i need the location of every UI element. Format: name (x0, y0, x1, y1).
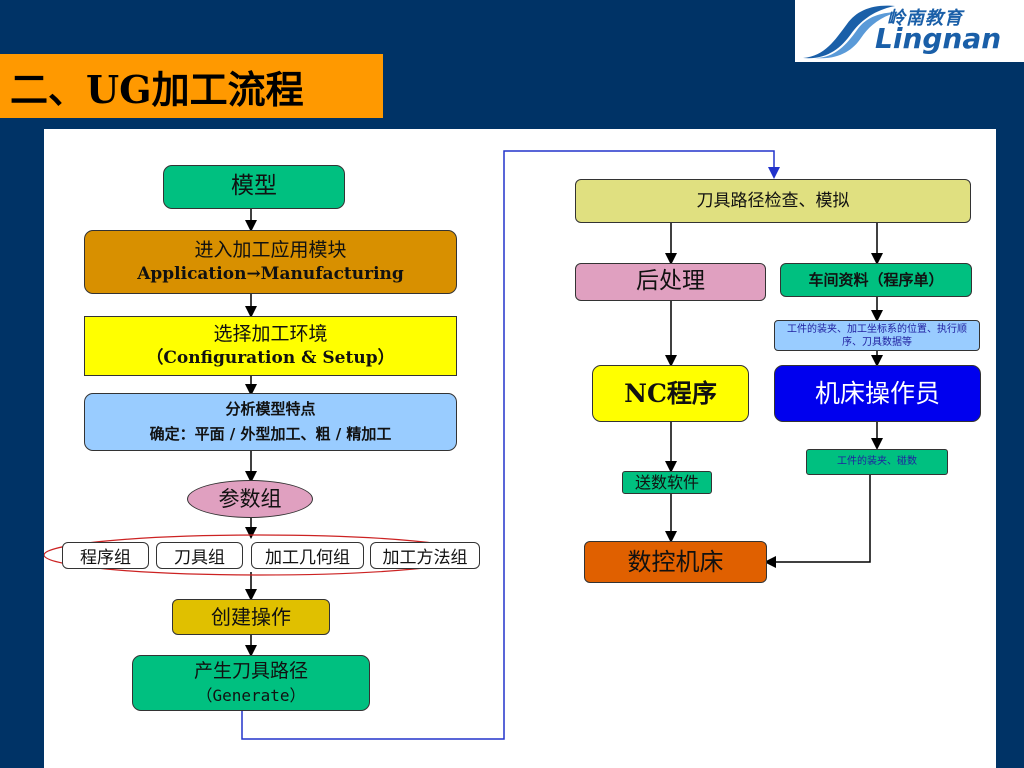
box-select-env-en: （Configuration & Setup） (146, 348, 395, 369)
box-workshop-doc: 车间资料（程序单） (780, 263, 972, 297)
logo-chinese-text: 岭南教育 (887, 8, 963, 29)
box-post-process-label: 后处理 (636, 268, 705, 295)
box-setup-touch: 工件的装夹、碰数 (806, 449, 948, 475)
box-create-op: 创建操作 (172, 599, 330, 635)
tag-geometry-group: 加工几何组 (251, 542, 364, 569)
tag-tool-group: 刀具组 (156, 542, 243, 569)
connector-lines (44, 150, 883, 740)
box-workshop-detail-label: 工件的装夹、加工坐标系的位置、执行顺序、刀具数据等 (787, 323, 967, 348)
lingnan-logo: 岭南教育 Lingnan (795, 0, 1024, 62)
tag-tool-group-label: 刀具组 (174, 548, 225, 568)
tag-program-group: 程序组 (62, 542, 149, 569)
box-post-process: 后处理 (575, 263, 766, 301)
tag-geometry-group-label: 加工几何组 (265, 548, 350, 568)
flowchart-panel: 模型 进入加工应用模块 Application→Manufacturing 选择… (44, 129, 996, 768)
box-gen-path: 产生刀具路径 （Generate） (132, 655, 370, 711)
box-check-sim: 刀具路径检查、模拟 (575, 179, 971, 223)
box-cnc-machine-label: 数控机床 (627, 547, 724, 576)
arrow-generate-to-check (241, 150, 780, 740)
box-create-op-label: 创建操作 (211, 604, 291, 629)
box-enter-module-path: Application→Manufacturing (137, 264, 404, 285)
box-select-env: 选择加工环境 （Configuration & Setup） (84, 316, 457, 376)
box-model: 模型 (163, 165, 345, 209)
box-enter-module-label: 进入加工应用模块 (194, 238, 347, 261)
box-workshop-doc-label: 车间资料（程序单） (808, 270, 944, 289)
tag-method-group-label: 加工方法组 (382, 548, 468, 568)
logo-swoosh-icon (803, 5, 899, 59)
box-nc-program: NC程序 (592, 365, 749, 422)
box-analyze-detail: 确定：平面 / 外型加工、粗 / 精加工 (149, 425, 392, 443)
box-send-software-label: 送数软件 (634, 472, 699, 492)
slide-title: 二、UG加工流程 (0, 54, 383, 118)
box-param-group: 参数组 (187, 480, 313, 518)
box-cnc-machine: 数控机床 (584, 541, 767, 583)
tag-method-group: 加工方法组 (370, 542, 480, 569)
box-model-label: 模型 (231, 173, 277, 200)
arrow-setup-to-cnc (764, 475, 871, 568)
box-analyze: 分析模型特点 确定：平面 / 外型加工、粗 / 精加工 (84, 393, 457, 451)
box-gen-path-en: （Generate） (196, 686, 306, 706)
box-select-env-label: 选择加工环境 (213, 322, 328, 345)
tag-program-group-label: 程序组 (80, 548, 131, 568)
box-setup-touch-label: 工件的装夹、碰数 (837, 456, 917, 468)
box-operator-label: 机床操作员 (814, 378, 940, 408)
box-check-sim-label: 刀具路径检查、模拟 (696, 190, 850, 211)
box-send-software: 送数软件 (622, 471, 712, 494)
box-enter-module: 进入加工应用模块 Application→Manufacturing (84, 230, 457, 294)
box-gen-path-label: 产生刀具路径 (193, 660, 308, 683)
logo-english-text: Lingnan (875, 22, 1002, 55)
box-analyze-label: 分析模型特点 (225, 399, 316, 418)
box-operator: 机床操作员 (774, 365, 981, 422)
box-workshop-detail: 工件的装夹、加工坐标系的位置、执行顺序、刀具数据等 (774, 320, 980, 351)
box-param-group-label: 参数组 (218, 486, 282, 511)
box-nc-program-label: NC程序 (624, 378, 717, 408)
